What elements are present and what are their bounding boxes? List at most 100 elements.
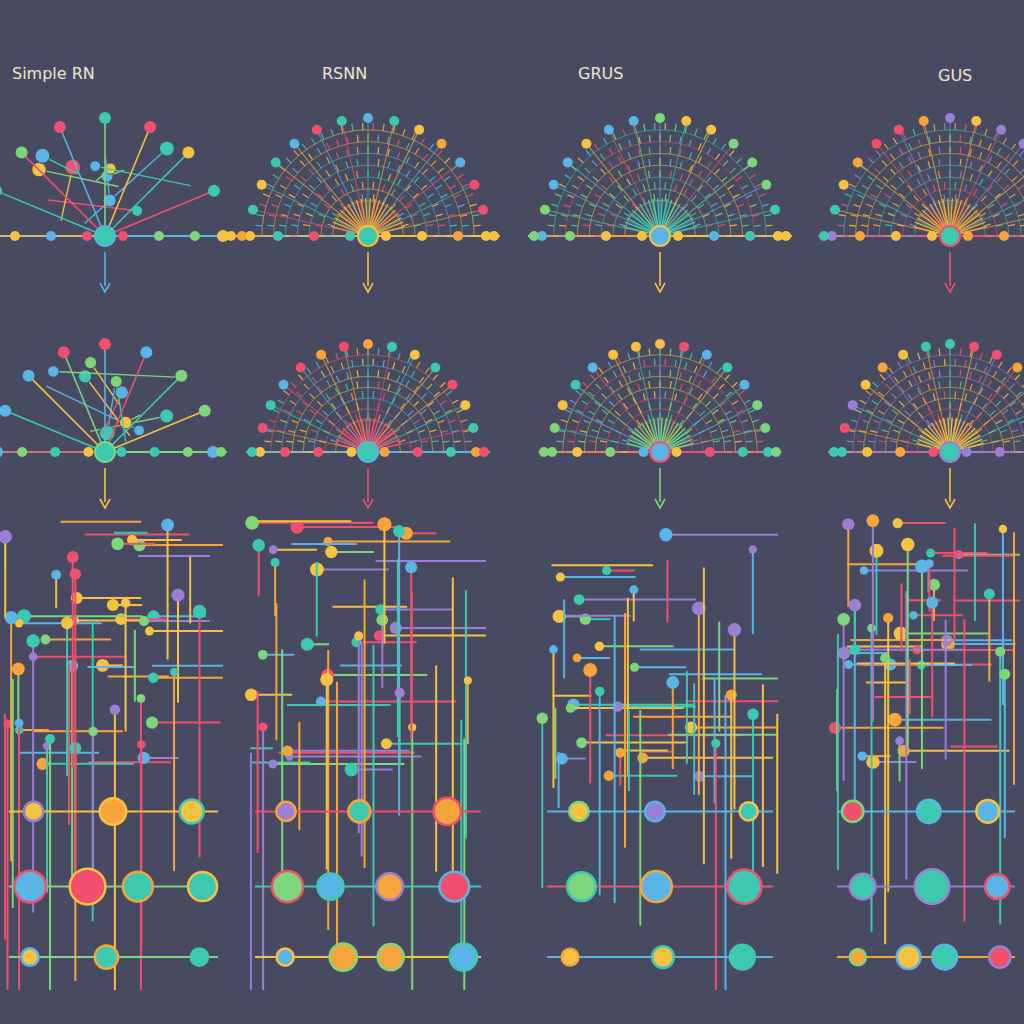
fan-texture — [422, 185, 427, 190]
circuit-node — [595, 642, 605, 652]
fan-texture — [695, 129, 697, 136]
fan-texture — [988, 380, 992, 386]
circuit-node — [895, 736, 904, 745]
fan-texture — [979, 140, 981, 147]
fan-texture — [589, 441, 596, 442]
circuit-wire — [686, 671, 688, 764]
fan-texture — [436, 214, 443, 216]
fan-spoke — [105, 153, 188, 236]
baseline-unit — [150, 447, 160, 457]
fan-spoke — [659, 344, 660, 452]
fan-texture — [664, 123, 666, 130]
fan-texture — [602, 394, 607, 399]
circuit-wire — [376, 560, 486, 562]
hub-unit — [358, 442, 378, 462]
fan-texture — [357, 348, 359, 355]
unit-circle — [277, 949, 294, 966]
fan-texture — [565, 410, 571, 413]
unit-circle — [915, 869, 950, 904]
circuit-node — [844, 660, 853, 669]
circuit-wire — [398, 531, 400, 815]
fan-texture — [979, 376, 982, 382]
circuit-wire — [945, 620, 947, 760]
fan-texture — [713, 441, 720, 442]
circuit-node — [637, 752, 648, 763]
fan-texture — [433, 375, 438, 380]
fan-texture — [571, 225, 578, 227]
circuit-wire — [619, 753, 621, 786]
circuit-wire — [931, 552, 988, 554]
fan-texture — [362, 359, 364, 366]
fan-texture — [980, 353, 982, 360]
fan-texture — [414, 401, 419, 406]
arc-unit — [563, 157, 573, 167]
circuit-wire — [558, 752, 560, 808]
fan-texture — [1020, 420, 1024, 423]
fan-texture — [420, 410, 426, 414]
fan-texture — [643, 393, 645, 400]
circuit-wire — [287, 750, 409, 752]
arc-unit — [54, 121, 66, 133]
fan-texture — [1002, 377, 1006, 383]
circuit-wire — [988, 594, 990, 682]
fan-texture — [383, 360, 384, 367]
fan-texture — [288, 431, 295, 433]
network-column — [0, 112, 237, 990]
circuit-node — [345, 763, 359, 777]
flow-arrow-shaft — [104, 252, 106, 286]
circuit-wire — [452, 577, 454, 874]
fan-texture — [417, 362, 421, 368]
fan-texture — [857, 195, 863, 198]
fan-texture — [423, 213, 430, 215]
fan-texture — [988, 143, 991, 149]
fan-texture — [341, 189, 345, 195]
hub-unit — [650, 226, 670, 246]
fan-texture — [954, 359, 956, 366]
circuit-node — [576, 737, 587, 748]
unit-circle — [567, 872, 596, 901]
circuit-node — [883, 613, 893, 623]
fan-texture — [993, 371, 997, 377]
circuit-node — [849, 599, 862, 612]
circuit-node — [325, 546, 337, 558]
fan-spoke — [105, 352, 146, 452]
circuit-wire — [19, 752, 99, 754]
fan-texture — [698, 157, 701, 163]
fan-texture — [602, 410, 608, 414]
unit-circle — [730, 945, 755, 970]
fan-texture — [302, 144, 306, 150]
fan-texture — [722, 430, 729, 432]
fan-texture — [300, 430, 307, 432]
flow-arrow-shaft — [949, 468, 951, 502]
fan-texture — [749, 175, 755, 179]
fan-texture — [629, 140, 631, 147]
fan-texture — [402, 224, 409, 226]
circuit-wire — [72, 557, 74, 768]
circuit-wire — [904, 750, 1010, 752]
circuit-node — [880, 653, 890, 663]
arc-unit — [722, 363, 732, 373]
circuit-node — [408, 723, 416, 731]
fan-texture — [336, 353, 338, 360]
fan-texture — [586, 150, 591, 155]
unit-circle — [14, 871, 46, 903]
unit-circle — [985, 874, 1009, 898]
circuit-wire — [898, 522, 946, 524]
fan-spoke — [950, 451, 1024, 452]
fan-texture — [1005, 154, 1009, 160]
column-label: RSNN — [322, 64, 367, 83]
fan-texture — [938, 159, 940, 166]
circuit-wire — [703, 568, 705, 865]
fan-texture — [273, 175, 279, 179]
fan-texture — [870, 431, 877, 433]
fan-spoke — [660, 355, 707, 452]
fan-texture — [438, 224, 445, 226]
column-label: Simple RN — [12, 64, 95, 83]
fan-texture — [596, 384, 601, 389]
fan-texture — [432, 441, 439, 442]
fan-spoke — [949, 118, 950, 236]
arc-unit — [0, 185, 2, 197]
fan-texture — [670, 381, 671, 388]
circuit-wire — [331, 551, 374, 553]
circuit-wire — [61, 521, 142, 523]
